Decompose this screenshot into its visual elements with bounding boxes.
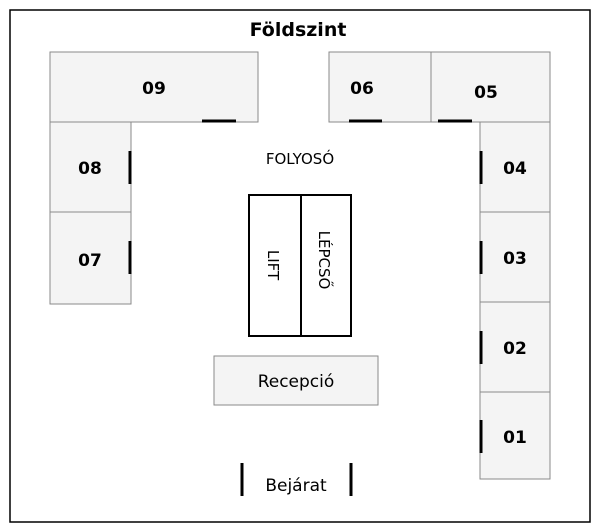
room-03[interactable]: 03 <box>479 211 551 303</box>
floor-frame <box>9 9 591 523</box>
room-06-label: 06 <box>350 79 374 99</box>
room-09-label: 09 <box>142 79 166 99</box>
room-04-label: 04 <box>503 159 527 179</box>
room-03-label: 03 <box>503 249 527 269</box>
room-05[interactable]: 05 <box>430 51 551 123</box>
lift[interactable]: LIFT <box>248 194 302 337</box>
entrance[interactable]: Bejárat <box>240 463 353 496</box>
room-02-label: 02 <box>503 339 527 359</box>
lift-label: LIFT <box>264 250 282 281</box>
stairs-label: LÉPCSŐ <box>315 231 335 290</box>
room-07[interactable]: 07 <box>49 211 132 305</box>
room-05-label: 05 <box>474 83 498 103</box>
entrance-label: Bejárat <box>265 476 327 496</box>
floor-title: Földszint <box>250 19 347 41</box>
room-07-label: 07 <box>78 251 102 271</box>
room-04[interactable]: 04 <box>479 121 551 213</box>
reception-label: Recepció <box>258 372 335 392</box>
room-06[interactable]: 06 <box>328 51 432 123</box>
room-01[interactable]: 01 <box>479 391 551 480</box>
room-01-label: 01 <box>503 428 527 448</box>
stairs[interactable]: LÉPCSŐ <box>300 194 352 337</box>
room-08-label: 08 <box>78 159 102 179</box>
reception-desk[interactable]: Recepció <box>213 355 379 406</box>
room-09[interactable]: 09 <box>49 51 259 123</box>
corridor-label: FOLYOSÓ <box>266 149 334 168</box>
room-08[interactable]: 08 <box>49 121 132 213</box>
room-02[interactable]: 02 <box>479 301 551 393</box>
